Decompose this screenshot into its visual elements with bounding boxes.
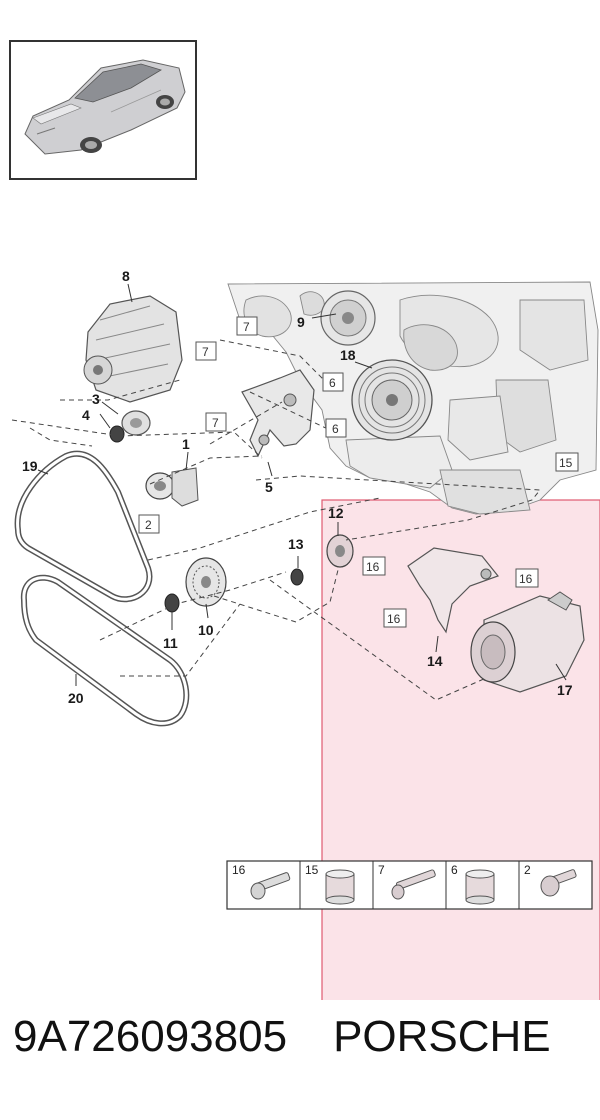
fastener-cell-6-label: 6 (451, 863, 458, 877)
compressor-bracket-14 (407, 547, 499, 634)
sleeve-6-icon (465, 869, 495, 905)
pulley-10 (185, 557, 227, 607)
callout-10: 10 (198, 622, 214, 638)
car-illustration (24, 59, 186, 155)
callout-9: 9 (297, 314, 305, 330)
svg-text:6: 6 (329, 376, 336, 390)
callout-18: 18 (340, 347, 356, 363)
vibration-damper-18 (351, 359, 433, 441)
pulley-12 (326, 534, 354, 568)
svg-text:16: 16 (366, 560, 380, 574)
svg-text:7: 7 (202, 345, 209, 359)
bolt-2-icon (540, 869, 577, 897)
boxed-ref-16b: 16 (515, 568, 539, 588)
svg-text:7: 7 (212, 416, 219, 430)
drive-belt-19 (14, 450, 153, 603)
sleeve-15-icon (325, 869, 355, 905)
callout-leaders (37, 283, 567, 686)
boxed-ref-6b: 6 (325, 418, 347, 438)
callout-4: 4 (82, 407, 90, 423)
fastener-cell-15-label: 15 (305, 863, 319, 877)
boxed-ref-16a: 16 (362, 556, 386, 576)
crank-pulley-9 (320, 290, 376, 346)
bolt-16-icon (250, 872, 291, 900)
leader-lines (11, 339, 541, 701)
exploded-parts-diagram: 1 3 4 5 8 9 10 11 12 13 14 17 18 19 20 7… (11, 268, 600, 1000)
boxed-ref-7c: 7 (205, 412, 227, 432)
boxed-ref-15: 15 (555, 452, 579, 472)
cap-4 (109, 425, 125, 443)
boxed-ref-7b: 7 (195, 341, 217, 361)
callout-3: 3 (92, 391, 100, 407)
svg-text:15: 15 (559, 456, 573, 470)
callout-12: 12 (328, 505, 344, 521)
fastener-cell-16-label: 16 (232, 863, 246, 877)
callout-19: 19 (22, 458, 38, 474)
boxed-ref-7a: 7 (236, 316, 258, 336)
bracket-5 (241, 369, 315, 458)
svg-text:7: 7 (243, 320, 250, 334)
alternator-8 (83, 295, 183, 403)
callout-20: 20 (68, 690, 84, 706)
svg-text:16: 16 (387, 612, 401, 626)
fastener-cell-7-label: 7 (378, 863, 385, 877)
part-caption: 9A726093805 PORSCHE (13, 1012, 593, 1072)
part-number: 9A726093805 (13, 1012, 288, 1061)
boxed-ref-2: 2 (138, 514, 160, 534)
boxed-ref-6a: 6 (322, 372, 344, 392)
callout-13: 13 (288, 536, 304, 552)
cap-13 (290, 568, 304, 586)
vehicle-thumbnail (9, 40, 197, 180)
callout-17: 17 (557, 682, 573, 698)
brand-name: PORSCHE (333, 1012, 551, 1061)
callout-14: 14 (427, 653, 443, 669)
bolt-7-icon (391, 869, 436, 900)
boxed-ref-16c: 16 (383, 608, 407, 628)
callout-11: 11 (163, 635, 178, 651)
svg-text:6: 6 (332, 422, 339, 436)
callout-1: 1 (182, 436, 190, 452)
idler-pulley-3 (121, 410, 151, 436)
cap-11 (164, 593, 180, 613)
belt-tensioner-1 (145, 467, 199, 507)
drive-belt-20 (20, 574, 190, 727)
callout-5: 5 (265, 479, 273, 495)
callout-8: 8 (122, 268, 130, 284)
fastener-cell-2-label: 2 (524, 863, 531, 877)
svg-text:2: 2 (145, 518, 152, 532)
fastener-table: 16 15 7 6 2 (226, 860, 593, 910)
svg-text:16: 16 (519, 572, 533, 586)
